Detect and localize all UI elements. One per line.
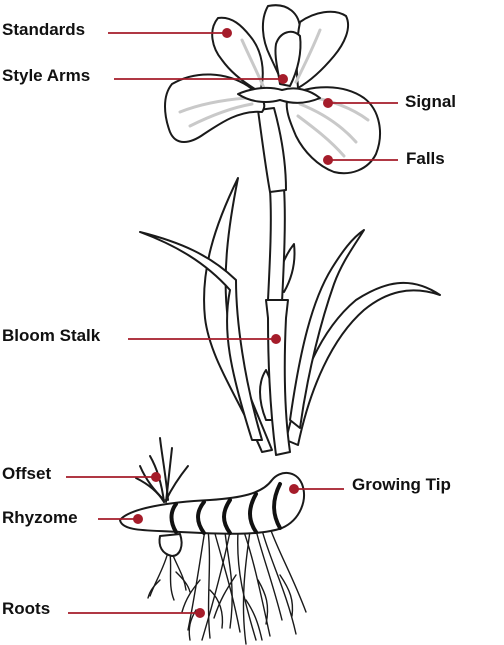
rhizome-illustration — [119, 472, 305, 557]
label-standards: Standards — [2, 20, 85, 39]
label-signal: Signal — [405, 92, 456, 111]
signal-dot — [323, 98, 333, 108]
callouts — [66, 28, 398, 618]
label-offset: Offset — [2, 464, 51, 483]
label-bloom-stalk: Bloom Stalk — [2, 326, 101, 345]
label-roots: Roots — [2, 599, 50, 618]
label-style-arms: Style Arms — [2, 66, 90, 85]
rhyzome-dot — [133, 514, 143, 524]
growing-tip-dot — [289, 484, 299, 494]
flower-illustration — [164, 4, 381, 175]
roots-illustration — [147, 527, 307, 645]
leaves-illustration — [139, 177, 441, 453]
roots-dot — [195, 608, 205, 618]
falls-dot — [323, 155, 333, 165]
style-arms-dot — [278, 74, 288, 84]
offset-illustration — [135, 437, 189, 503]
label-falls: Falls — [406, 149, 445, 168]
label-growing-tip: Growing Tip — [352, 475, 451, 494]
bloom-stalk-dot — [271, 334, 281, 344]
offset-dot — [151, 472, 161, 482]
label-rhyzome: Rhyzome — [2, 508, 78, 527]
labels: Standards Style Arms Signal Falls Bloom … — [2, 20, 456, 618]
standards-dot — [222, 28, 232, 38]
